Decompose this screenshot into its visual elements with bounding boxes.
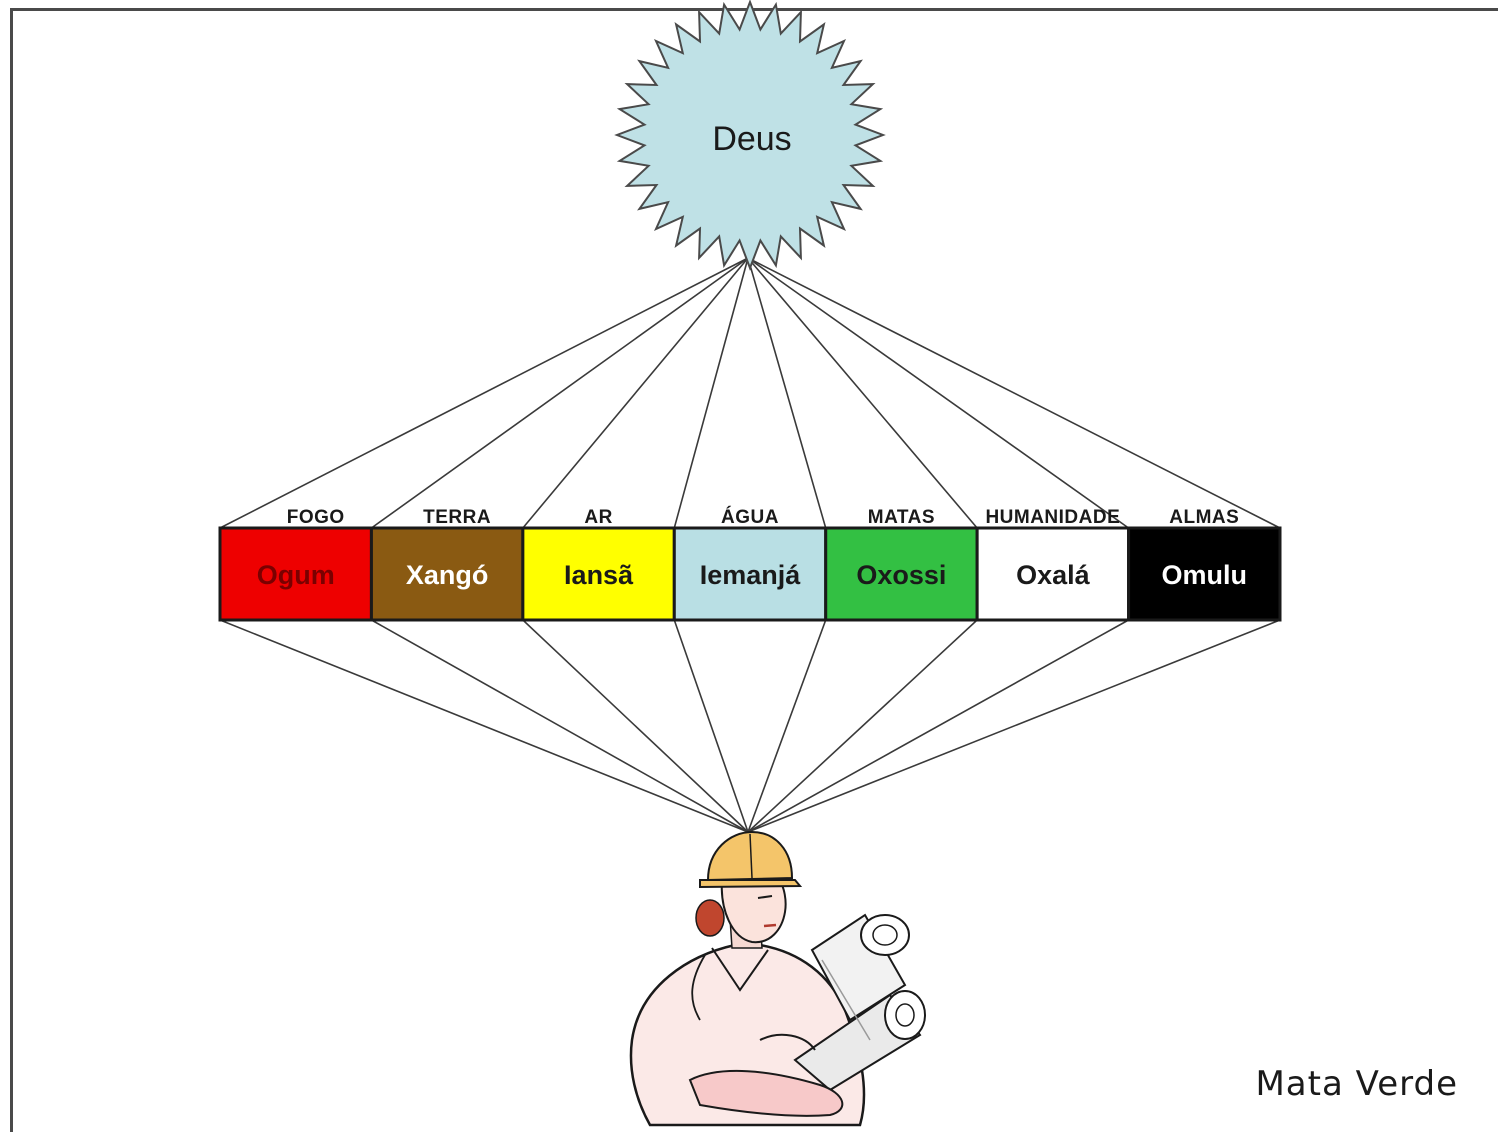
element-label-almas: ALMAS [1169,507,1239,528]
orixa-box-iansã [521,526,676,622]
connector-line-top-1 [370,257,749,529]
orixa-bar: Ogum Xangó Iansã Iemanjá Oxossi Oxalá Omulu [218,526,1282,622]
connector-line-bottom-5 [747,619,978,833]
orixa-name-iemanjá: Iemanjá [700,560,802,590]
orixa-name-oxossi: Oxossi [856,560,946,590]
connector-line-bottom-6 [747,619,1129,833]
caption-mata-verde: Mata Verde [1255,1064,1458,1104]
orixa-box-omulu [1127,526,1282,622]
orixa-name-iansã: Iansã [564,560,634,590]
connector-lines [219,257,1281,833]
element-label-ar: AR [584,507,612,528]
orixa-name-ogum: Ogum [257,560,335,590]
orixa-box-xangó [369,526,525,622]
deus-starburst: Deus [614,0,886,271]
connector-line-bottom-2 [522,619,749,833]
connector-line-top-0 [219,257,749,529]
orixa-name-xangó: Xangó [406,560,489,590]
connector-line-bottom-0 [219,619,749,833]
connector-line-bottom-7 [747,619,1281,833]
blueprint-rolls [793,913,926,1092]
element-label-humanidade: HUMANIDADE [985,507,1120,528]
connector-line-top-6 [747,257,1130,529]
engineer-with-blueprints-icon [629,830,926,1127]
connector-line-bottom-3 [673,619,749,833]
element-label-fogo: FOGO [287,507,345,528]
starburst-shape [614,0,886,271]
orixa-name-omulu: Omulu [1162,560,1248,590]
deus-label: Deus [712,120,791,158]
connector-line-top-4 [747,257,827,529]
diagram-frame [10,8,1498,1132]
orixa-box-oxalá [975,526,1131,622]
orixa-name-oxalá: Oxalá [1016,560,1091,590]
element-label-terra: TERRA [423,507,491,528]
connector-line-bottom-4 [747,619,827,833]
connector-line-top-2 [522,257,749,529]
element-labels: FOGO TERRA AR ÁGUA MATAS HUMANIDADE ALMAS [287,506,1239,528]
element-label-matas: MATAS [868,507,935,528]
connector-line-top-7 [747,257,1281,529]
connector-line-top-5 [747,257,978,529]
orixa-box-oxossi [824,526,979,622]
connector-line-top-3 [673,257,749,529]
orixa-box-iemanjá [672,526,828,622]
element-label-água: ÁGUA [721,506,779,528]
connector-line-bottom-1 [371,619,749,833]
